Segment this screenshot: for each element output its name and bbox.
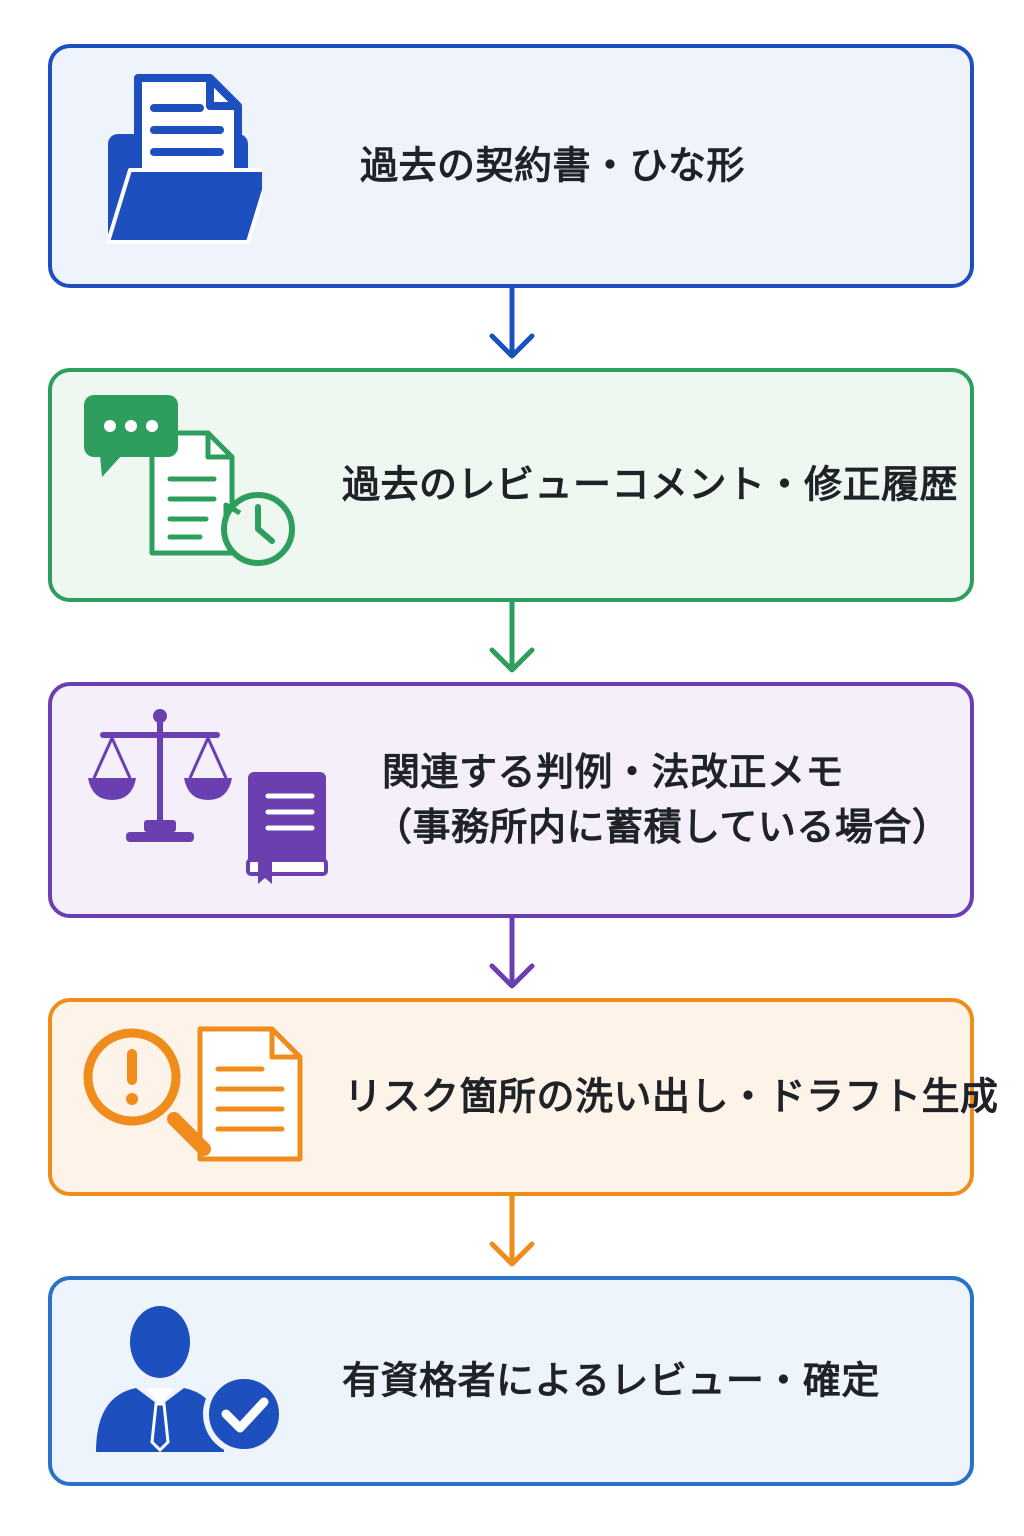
step-card-precedents: 関連する判例・法改正メモ （事務所内に蓄積している場合） bbox=[48, 682, 974, 918]
scales-book-icon bbox=[88, 708, 338, 892]
step-label: 過去のレビューコメント・修正履歴 bbox=[342, 457, 959, 512]
folder-document-icon bbox=[82, 74, 272, 258]
step-card-final-review: 有資格者によるレビュー・確定 bbox=[48, 1276, 974, 1486]
step-label: 過去の契約書・ひな形 bbox=[360, 138, 954, 193]
step-label-line: 関連する判例・法改正メモ bbox=[382, 749, 845, 794]
arrow-down-icon bbox=[489, 602, 535, 673]
step-card-review-history: 過去のレビューコメント・修正履歴 bbox=[48, 368, 974, 602]
arrow-down-icon bbox=[489, 288, 535, 359]
step-label-line: 過去の契約書・ひな形 bbox=[360, 143, 746, 188]
step-card-risk-draft: リスク箇所の洗い出し・ドラフト生成 bbox=[48, 998, 999, 1196]
step-label: 有資格者によるレビュー・確定 bbox=[342, 1353, 954, 1408]
arrow-down-icon bbox=[489, 1196, 535, 1267]
step-label-line: 有資格者によるレビュー・確定 bbox=[342, 1358, 880, 1403]
magnifier-alert-document-icon bbox=[82, 1025, 312, 1169]
comment-history-icon bbox=[82, 393, 302, 577]
step-label-line: （事務所内に蓄積している場合） bbox=[374, 805, 951, 849]
step-card-templates: 過去の契約書・ひな形 bbox=[48, 44, 974, 288]
step-label: 関連する判例・法改正メモ （事務所内に蓄積している場合） bbox=[374, 745, 954, 855]
lawyer-check-icon bbox=[94, 1304, 294, 1458]
step-label-line: 過去のレビューコメント・修正履歴 bbox=[342, 462, 959, 507]
step-label-line: リスク箇所の洗い出し・ドラフト生成 bbox=[344, 1074, 999, 1119]
step-label: リスク箇所の洗い出し・ドラフト生成 bbox=[344, 1069, 999, 1124]
arrow-down-icon bbox=[489, 918, 535, 989]
